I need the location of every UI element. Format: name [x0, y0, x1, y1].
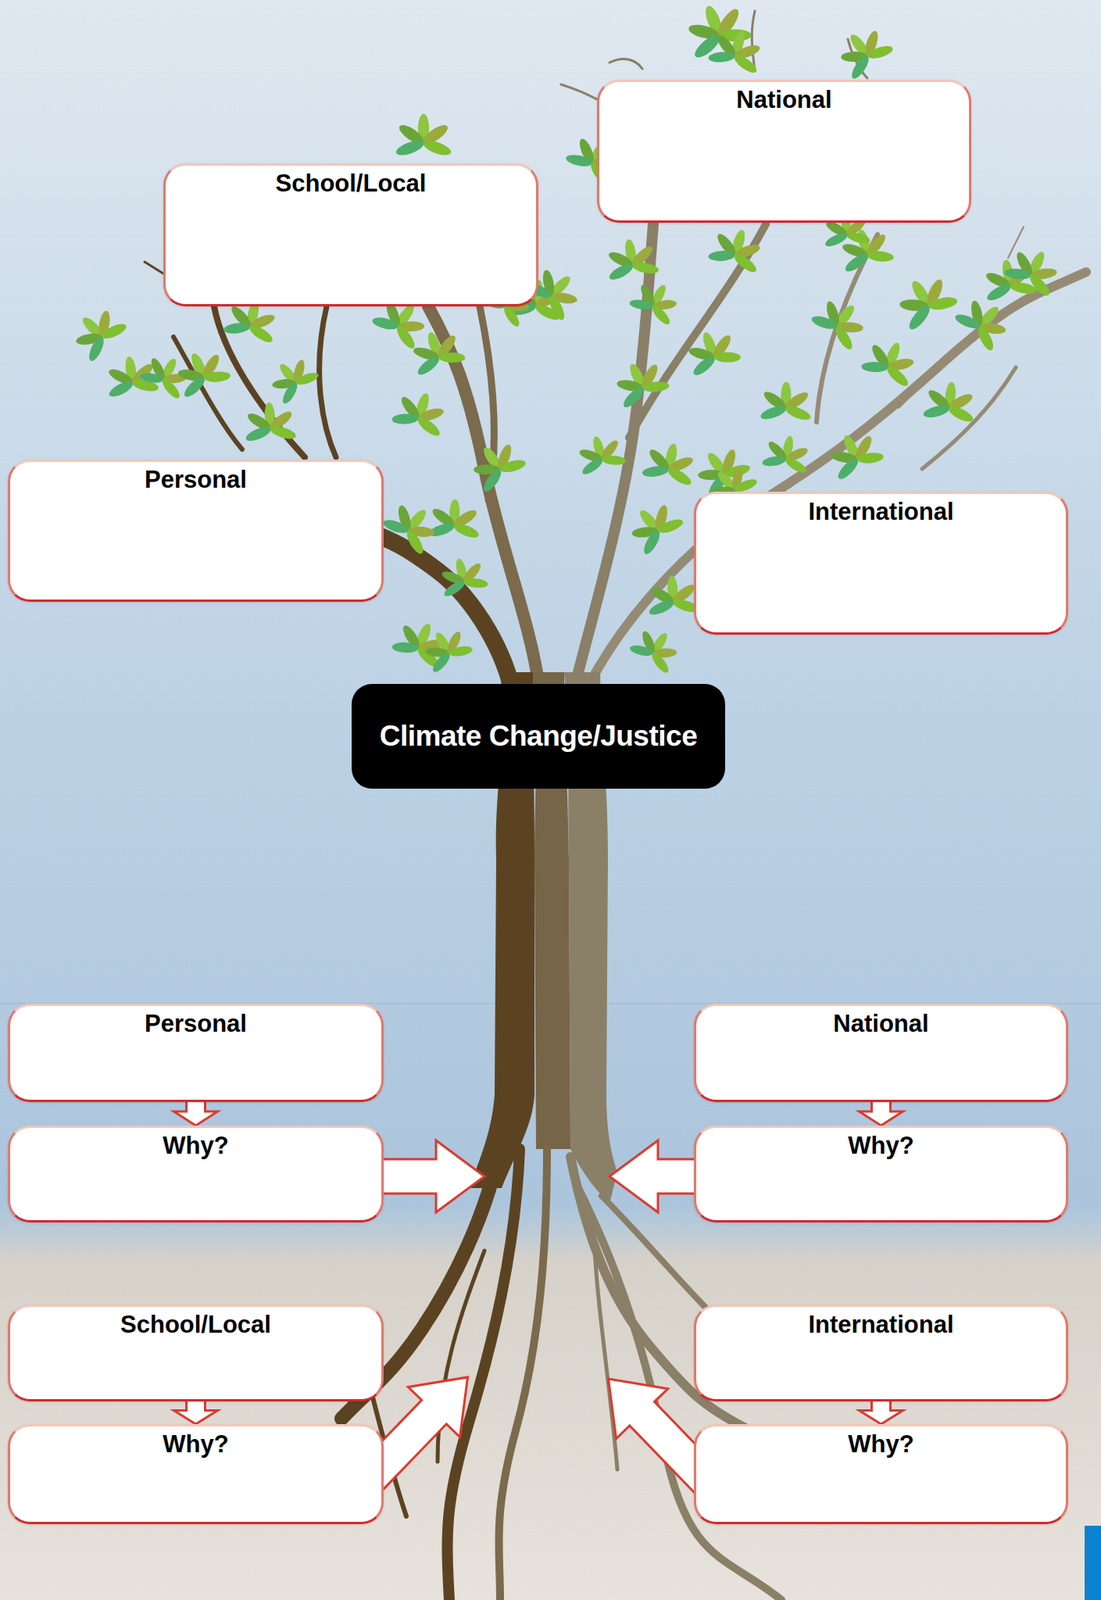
leaf-cluster [705, 221, 769, 276]
branches [144, 261, 164, 274]
side-arrows [341, 1140, 733, 1506]
prompt-box: School/Local [163, 163, 539, 307]
leaf-cluster [1000, 239, 1067, 301]
branches [591, 271, 1087, 680]
leaf-cluster [242, 400, 298, 444]
box-label: Why? [10, 1127, 382, 1159]
leaf-cluster [830, 18, 898, 83]
leaf-cluster [404, 323, 469, 379]
prompt-box: School/Local [7, 1304, 384, 1402]
branches [367, 531, 512, 688]
leaf-cluster [921, 378, 979, 425]
leaf-cluster [427, 498, 483, 541]
prompt-box: National [596, 79, 972, 223]
corner-bar [1084, 1525, 1101, 1600]
leaf-cluster [602, 235, 662, 283]
box-label: National [599, 82, 969, 114]
branches [319, 306, 337, 458]
prompt-box: International [693, 491, 1069, 635]
flow-arrow [859, 1099, 904, 1126]
leaf-cluster [394, 114, 454, 159]
leaf-cluster [807, 289, 874, 354]
leaf-cluster [626, 620, 687, 677]
leaf-cluster [625, 274, 686, 329]
leaf-cluster [607, 352, 673, 412]
flow-arrow [174, 1398, 219, 1424]
sky [0, 0, 1101, 1266]
leaf-cluster [416, 620, 476, 676]
box-label: Why? [10, 1426, 382, 1458]
prompt-box: International [693, 1304, 1069, 1402]
prompt-box: National [693, 1003, 1069, 1102]
leaf-cluster [979, 254, 1040, 304]
flow-arrow [174, 1099, 219, 1126]
leaf-cluster [705, 23, 769, 77]
box-label: Personal [10, 461, 382, 494]
branches [428, 306, 540, 688]
leaf-cluster [888, 266, 962, 335]
roots [601, 1195, 712, 1313]
topic-box: Climate Change/Justice [351, 683, 726, 789]
leaf-cluster [262, 349, 323, 408]
box-label: International [696, 1306, 1066, 1338]
prompt-box: Why? [693, 1423, 1069, 1524]
prompt-box: Why? [693, 1125, 1069, 1223]
leaf-cluster [645, 573, 701, 618]
leaf-cluster [435, 553, 491, 601]
leaf-cluster [389, 385, 453, 440]
leaf-cluster [950, 289, 1018, 355]
leaf-cluster [621, 493, 688, 558]
flow-arrow [859, 1398, 904, 1424]
leaf-cluster [378, 493, 446, 558]
leaf-cluster [857, 332, 923, 390]
prompt-box: Personal [7, 1003, 384, 1102]
branches [561, 84, 599, 101]
leaf-cluster [572, 429, 630, 478]
leaf-cluster [168, 343, 234, 402]
box-label: School/Local [10, 1306, 382, 1338]
leaf-cluster [822, 423, 888, 483]
roots [498, 1148, 547, 1600]
ground [0, 1203, 1101, 1600]
side-arrows [367, 1140, 485, 1212]
box-label: National [696, 1005, 1066, 1037]
leaf-cluster [758, 381, 813, 423]
leaf-cluster [760, 431, 815, 476]
branches [609, 58, 643, 69]
leaf-cluster [463, 432, 530, 497]
box-label: International [696, 493, 1066, 526]
prompt-box: Personal [7, 459, 384, 602]
box-label: Why? [696, 1426, 1066, 1458]
box-label: Personal [10, 1005, 382, 1037]
leaf-cluster [64, 299, 131, 365]
roots [593, 1218, 618, 1470]
box-label: Why? [696, 1127, 1066, 1159]
side-arrows [609, 1140, 704, 1212]
roots [447, 1148, 520, 1600]
leaf-cluster [639, 438, 701, 489]
branches [751, 10, 755, 71]
prompt-box: Why? [7, 1423, 384, 1524]
box-label: Climate Change/Justice [379, 719, 698, 753]
prompt-box: Why? [7, 1125, 384, 1223]
leaf-cluster [680, 323, 744, 380]
box-label: School/Local [165, 165, 537, 197]
